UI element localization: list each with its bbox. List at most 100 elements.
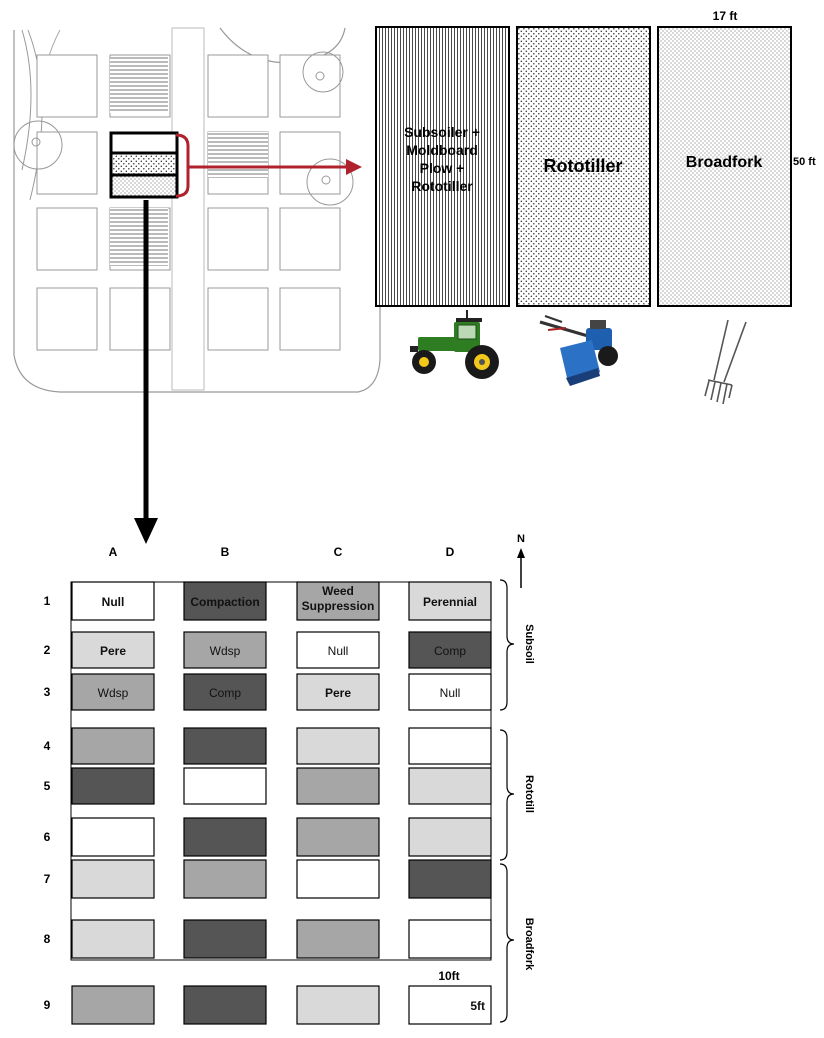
plot-cell-label: Wdsp [210, 644, 241, 658]
length-label: 50 ft [793, 156, 816, 168]
plot-cell-label: Comp [209, 686, 241, 700]
panel-subsoiler-label: Plow + [420, 160, 465, 176]
plot-cell [71, 817, 155, 857]
plot-cell-label: Perennial [423, 595, 477, 609]
plot-cell [71, 985, 155, 1025]
plot-cell-label: Weed [322, 584, 354, 598]
plot-cell [296, 727, 380, 765]
plot-cell-label: 5ft [470, 999, 485, 1013]
plot-cell [183, 631, 267, 669]
plot-cell [408, 817, 492, 857]
panel-subsoiler-label: Subsoiler + [404, 124, 480, 140]
panel-subsoiler [375, 26, 510, 307]
group-label-subsoil: Subsoil [523, 624, 535, 664]
group-braces [499, 579, 515, 1023]
plot-cell [183, 919, 267, 959]
row-label: 6 [44, 830, 51, 844]
row-labels: 1 2 3 4 5 6 7 8 9 [44, 594, 51, 1012]
plot-cell [71, 631, 155, 669]
plot-cell-label: Null [440, 686, 461, 700]
row-label: 3 [44, 685, 51, 699]
panel-subsoiler-label: Rototiller [411, 178, 473, 194]
highlighted-plot [109, 131, 179, 199]
plot-cell [183, 859, 267, 899]
plot-cell-label: Suppression [302, 599, 375, 613]
column-label: B [221, 545, 230, 559]
plot-cell [296, 817, 380, 857]
column-labels: A B C D [109, 545, 455, 559]
plot-cell-label: Compaction [190, 595, 259, 609]
plot-cell [408, 631, 492, 669]
row-label: 7 [44, 872, 51, 886]
plot-cell-label: Pere [100, 644, 126, 658]
plot-cell [71, 673, 155, 711]
row-label: 1 [44, 594, 51, 608]
plot-cell [408, 919, 492, 959]
plot-cell [296, 673, 380, 711]
panel-subsoiler-label: Moldboard [406, 142, 478, 158]
row-label: 8 [44, 932, 51, 946]
bracket [175, 133, 190, 198]
plot-cell [71, 581, 155, 621]
plot-cell-label: Comp [434, 644, 466, 658]
column-label: A [109, 545, 118, 559]
red-arrow [189, 159, 362, 175]
plot-cell [408, 985, 492, 1025]
plot-cell [71, 767, 155, 805]
plot-cell-label: Wdsp [98, 686, 129, 700]
broadfork-icon [704, 319, 747, 405]
row-label: 4 [44, 739, 51, 753]
plot-cell [183, 817, 267, 857]
plot-cell [183, 727, 267, 765]
panel-broadfork [657, 26, 792, 307]
farm-map [13, 27, 381, 393]
row-label: 9 [44, 998, 51, 1012]
plot-cell [408, 673, 492, 711]
black-arrow [134, 200, 158, 544]
column-label: C [334, 545, 343, 559]
rototiller-icon [539, 315, 618, 386]
row-label: 5 [44, 779, 51, 793]
plot-cell [71, 919, 155, 959]
panel-rototiller-label: Rototiller [544, 156, 623, 176]
tree-icon [13, 51, 354, 206]
plot-cell [296, 985, 380, 1025]
north-indicator: N [517, 533, 525, 588]
group-label-rototill: Rototill [523, 775, 535, 813]
plot-cell [183, 673, 267, 711]
plot-cell [296, 631, 380, 669]
experiment-grid: A B C D 1 2 3 4 5 6 7 8 9 Null Compaction WeedSuppres… [44, 533, 535, 1025]
panel-rototiller [516, 26, 651, 307]
plot-cell [71, 727, 155, 765]
plot-cell [296, 767, 380, 805]
plot-cell [296, 859, 380, 899]
map-striped-plot [110, 208, 168, 266]
plot-cell [183, 581, 267, 621]
plot-cell-label: Null [328, 644, 349, 658]
column-label: D [446, 545, 455, 559]
north-label: N [517, 533, 525, 545]
plot-cell [408, 727, 492, 765]
plot-cell [296, 919, 380, 959]
plot-cell [296, 581, 380, 621]
plot-cell [183, 985, 267, 1025]
tractor-icon [410, 310, 499, 379]
plot-cell-label: Pere [325, 686, 351, 700]
plot-cell [183, 767, 267, 805]
map-striped-plot [208, 132, 268, 178]
plot-cell [408, 581, 492, 621]
row-label: 2 [44, 643, 51, 657]
plot-width-label: 10ft [438, 969, 459, 983]
map-striped-plot [110, 57, 168, 113]
plot-cell [71, 859, 155, 899]
group-label-broadfork: Broadfork [523, 918, 535, 971]
panel-broadfork-label: Broadfork [686, 154, 763, 171]
plot-cell [408, 859, 492, 899]
width-label: 17 ft [713, 9, 738, 23]
plot-cell [408, 767, 492, 805]
plot-cell-label: Null [102, 595, 125, 609]
